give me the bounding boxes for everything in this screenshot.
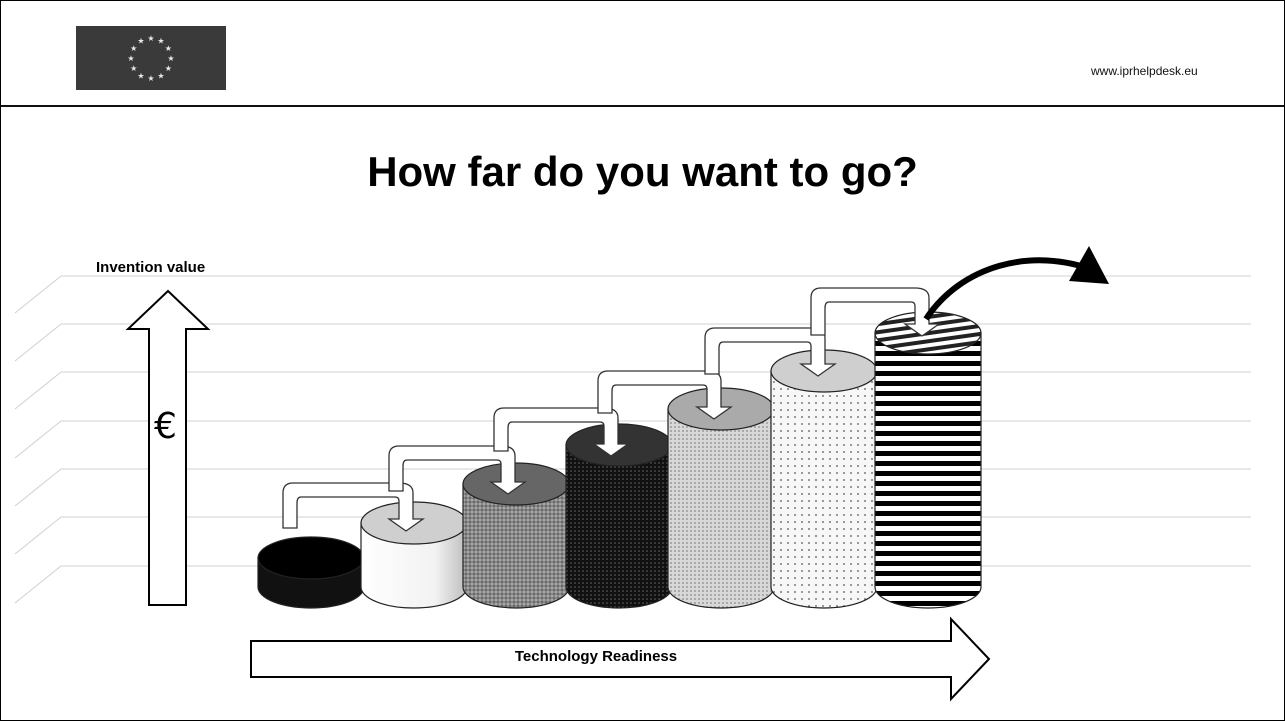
cylinder-4 — [565, 423, 673, 609]
step-arrow-icon — [493, 407, 631, 457]
x-axis-label: Technology Readiness — [514, 648, 678, 665]
slide-title: How far do you want to go? — [367, 148, 918, 195]
svg-text:★: ★ — [147, 74, 154, 83]
step-arrow-icon — [704, 327, 838, 377]
svg-text:★: ★ — [137, 71, 144, 80]
site-url[interactable]: www.iprhelpdesk.eu — [1091, 64, 1198, 78]
cylinder-1 — [257, 536, 365, 609]
curved-arrow-icon — [923, 257, 1098, 321]
step-arrows — [282, 287, 942, 532]
svg-text:★: ★ — [137, 37, 144, 46]
svg-text:★: ★ — [127, 54, 134, 63]
eu-flag-icon: ★★★★★★★★★★★★ — [76, 26, 226, 90]
step-arrow-icon — [282, 482, 426, 532]
curved-arrowhead-icon — [1069, 246, 1109, 284]
cylinder-6 — [770, 349, 878, 609]
svg-text:★: ★ — [157, 37, 164, 46]
currency-symbol: € — [154, 406, 177, 447]
cylinder-steps — [257, 311, 982, 609]
step-arrow-icon — [810, 287, 942, 337]
step-arrow-icon — [597, 370, 734, 420]
y-axis-label: Invention value — [96, 259, 206, 276]
step-arrow-icon — [388, 445, 528, 495]
svg-text:★: ★ — [147, 34, 154, 43]
svg-text:★: ★ — [165, 44, 172, 53]
svg-text:★: ★ — [165, 64, 172, 73]
header-band: ★★★★★★★★★★★★ www.iprhelpdesk.eu — [1, 1, 1284, 107]
cylinder-2 — [360, 501, 468, 609]
cylinder-7 — [874, 311, 982, 609]
svg-text:★: ★ — [167, 54, 174, 63]
svg-text:★: ★ — [157, 71, 164, 80]
svg-text:★: ★ — [130, 64, 137, 73]
up-arrow-icon — [125, 289, 211, 606]
svg-text:★: ★ — [130, 44, 137, 53]
right-arrow-icon — [250, 616, 991, 702]
cylinder-5 — [667, 387, 775, 609]
